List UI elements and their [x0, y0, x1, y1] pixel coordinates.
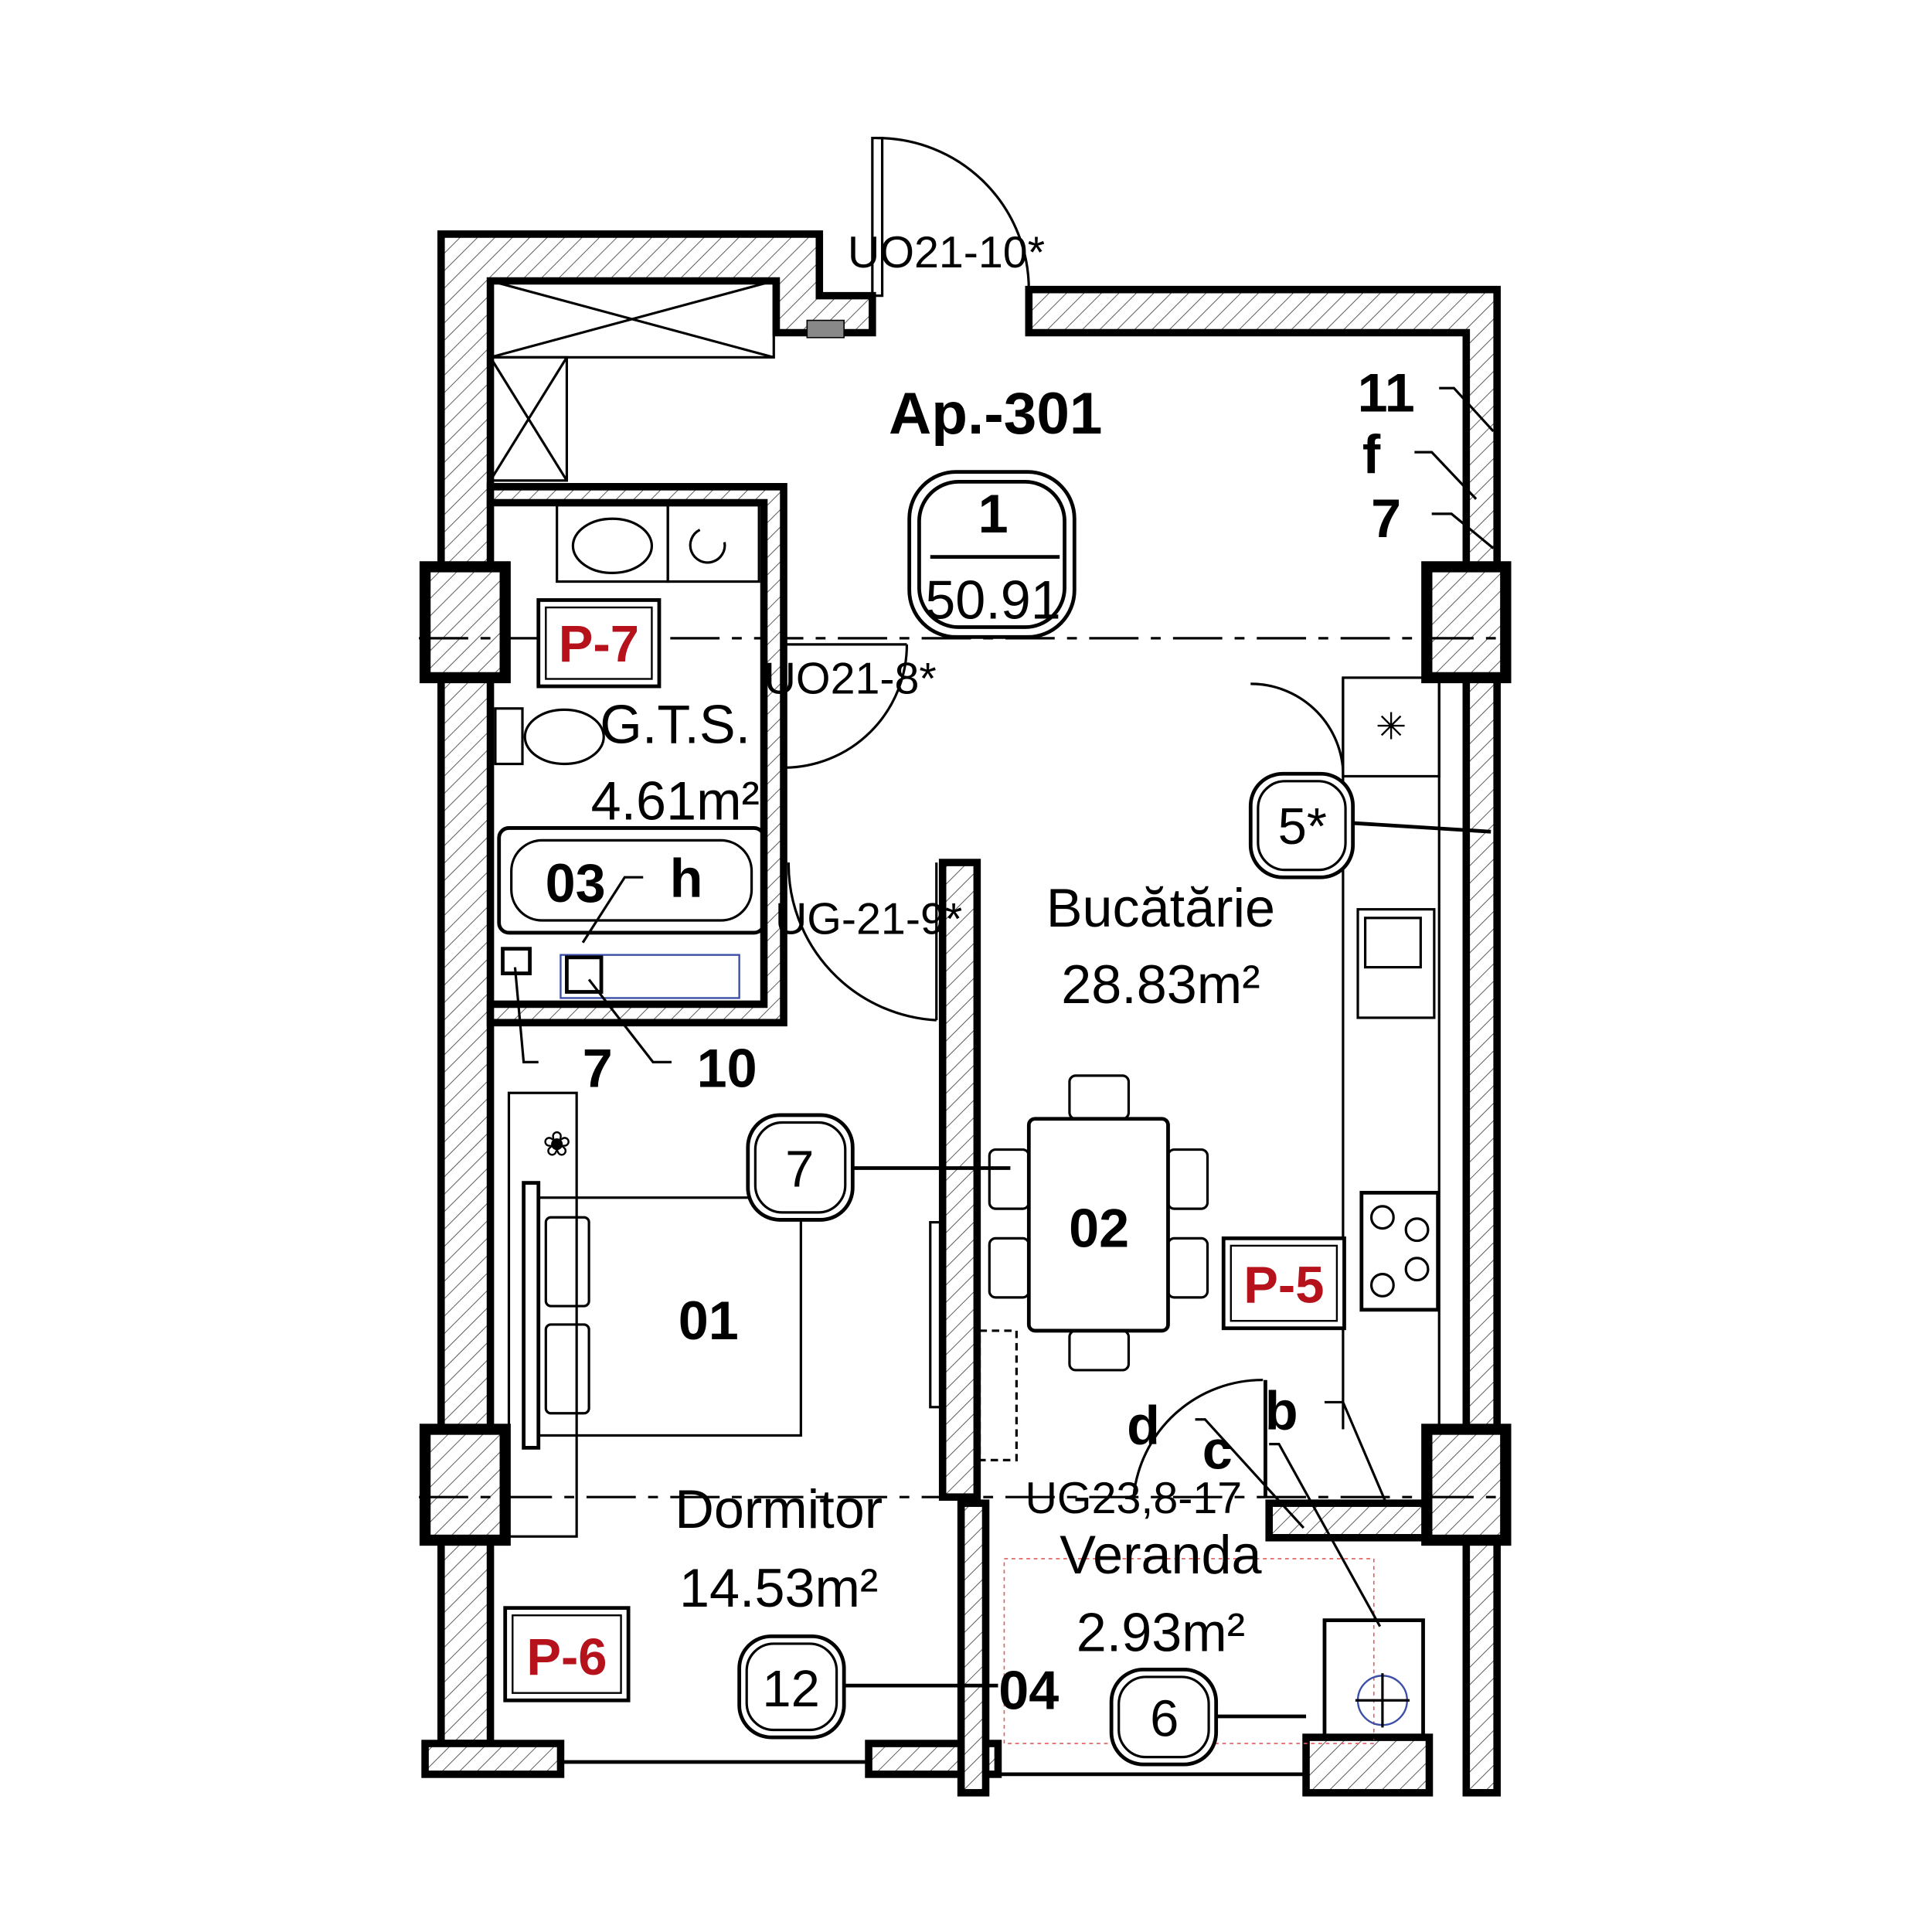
- tag-bedroom-window-text: 12: [762, 1660, 819, 1718]
- doors: [784, 136, 1345, 1498]
- panel-label-p5: P-5: [1221, 1236, 1346, 1331]
- apartment-tag: 1 50.91: [907, 470, 1077, 639]
- panel-label-p6: P-6: [503, 1606, 631, 1702]
- tag-partition-text: 7: [785, 1140, 814, 1198]
- door-label-bedroom: UG-21-9*: [775, 895, 962, 944]
- callout-leaders: [513, 386, 1495, 1719]
- apartment-title: Ap.-301: [889, 381, 1102, 447]
- door-label-entrance: UO21-10*: [848, 228, 1045, 277]
- panel-label-p7: P-7: [536, 598, 662, 689]
- ventilation-shafts: [488, 279, 775, 482]
- room-name-bathroom: G.T.S.: [600, 693, 750, 754]
- room-area-bathroom: 4.61m²: [591, 770, 760, 831]
- tag-bedroom-window: 12: [737, 1634, 846, 1740]
- panel-label-p6-text: P-6: [526, 1628, 607, 1686]
- callout-10: 10: [697, 1037, 757, 1098]
- callout-c: c: [1202, 1420, 1233, 1481]
- room-area-bedroom: 14.53m²: [679, 1557, 878, 1618]
- callout-7-bath: 7: [583, 1037, 613, 1098]
- svg-text:✳: ✳: [1376, 707, 1406, 748]
- tag-kitchen-unit: 5*: [1248, 771, 1355, 879]
- callout-b: b: [1265, 1379, 1298, 1440]
- room-name-veranda: Veranda: [1060, 1524, 1262, 1585]
- panel-label-p7-text: P-7: [559, 615, 639, 673]
- room-area-kitchen: 28.83m²: [1061, 954, 1260, 1015]
- bathroom-fixtures: [494, 504, 766, 999]
- callout-h: h: [670, 848, 703, 909]
- svg-text:❀: ❀: [543, 1126, 571, 1164]
- tag-partition: 7: [746, 1113, 855, 1222]
- tag-veranda-window-text: 6: [1150, 1689, 1179, 1747]
- room-name-kitchen: Bucătărie: [1046, 877, 1275, 938]
- callout-d: d: [1127, 1395, 1160, 1456]
- door-label-bathroom: UO21-8*: [764, 655, 937, 704]
- callout-7-top: 7: [1371, 488, 1401, 549]
- room-code-bedroom: 01: [679, 1290, 739, 1351]
- callout-11: 11: [1358, 362, 1415, 423]
- kitchen-fixtures: ✳: [978, 676, 1440, 1461]
- tag-kitchen-unit-text: 5*: [1278, 798, 1327, 855]
- structural-columns: [419, 561, 1512, 1546]
- room-code-kitchen: 02: [1069, 1198, 1129, 1259]
- door-label-veranda: UG23,8-17: [1026, 1474, 1243, 1523]
- panel-label-p5-text: P-5: [1243, 1256, 1324, 1314]
- room-area-veranda: 2.93m²: [1077, 1601, 1245, 1662]
- callout-f: f: [1362, 423, 1381, 485]
- room-name-bedroom: Dormitor: [675, 1478, 883, 1539]
- apartment-total-area: 50.91: [925, 569, 1061, 630]
- bedroom-furniture: ❀: [507, 1091, 942, 1538]
- room-code-veranda: 04: [998, 1659, 1059, 1720]
- apartment-tag-number: 1: [978, 483, 1009, 544]
- room-code-bathroom: 03: [546, 852, 606, 913]
- tag-veranda-window: 6: [1109, 1668, 1219, 1767]
- interior-partitions: [486, 483, 981, 1501]
- exterior-walls: [421, 230, 1501, 1797]
